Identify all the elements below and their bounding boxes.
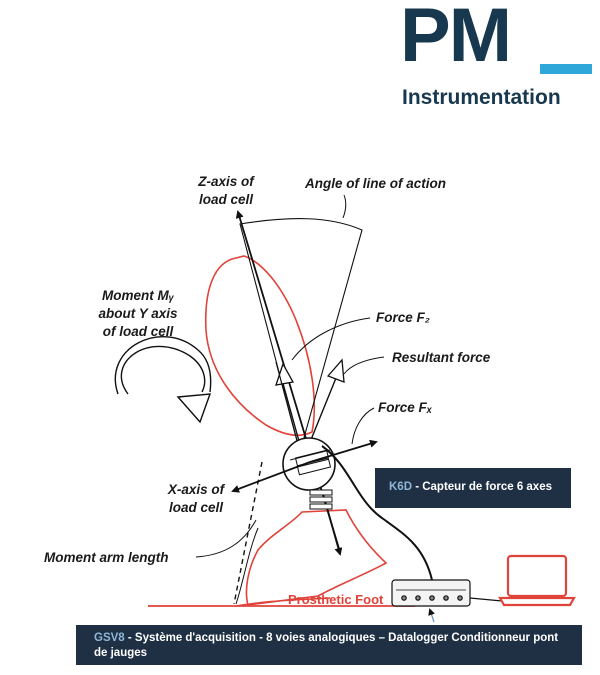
pm-instrumentation-logo: PM Instrumentation: [400, 0, 592, 112]
force-fz-arrowhead: [275, 362, 295, 386]
k6d-text: - Capteur de force 6 axes: [412, 481, 552, 493]
gsv8-text: - Système d'acquisition - 8 voies analog…: [94, 632, 559, 659]
force-fx-arrow: [309, 439, 378, 463]
x-axis-label-line2: load cell: [169, 500, 223, 515]
k6d-banner: K6D - Capteur de force 6 axes: [375, 468, 571, 508]
k6d-name: K6D: [389, 481, 413, 493]
resultant-force-arrowhead: [326, 358, 345, 383]
x-axis-label-line1: X-axis of: [167, 482, 226, 497]
force-fz-label: Force F₂: [376, 310, 430, 325]
prosthetic-foot-label: Prosthetic Foot: [288, 592, 384, 607]
foot-outline: [245, 509, 388, 606]
usb-cable: [469, 597, 503, 602]
resultant-force-label: Resultant force: [392, 350, 491, 365]
logo-pm-text: PM: [400, 0, 512, 78]
moment-curved-arrow: [120, 345, 206, 395]
gsv8-device: [391, 579, 471, 607]
socket-outline: [204, 255, 316, 437]
logo-subtitle: Instrumentation: [402, 86, 561, 109]
moment-arm-label: Moment arm length: [44, 550, 169, 565]
moment-label-line3: of load cell: [103, 324, 174, 339]
z-axis-label-line1: Z-axis of: [197, 174, 255, 189]
moment-label-line1: Moment Mᵧ: [102, 288, 175, 303]
moment-label-line2: about Y axis: [98, 306, 178, 321]
angle-sector: [239, 218, 363, 455]
gsv8-banner: GSV8 - Système d'acquisition - 8 voies a…: [76, 625, 582, 665]
angle-pointer: [342, 194, 347, 219]
foot-sole-line: [235, 597, 331, 607]
logo-accent-bar: [540, 64, 592, 74]
z-axis-label-line2: load cell: [199, 192, 253, 207]
moment-arm-leader: [195, 519, 257, 558]
moment-arrowhead: [176, 393, 212, 424]
force-fx-label: Force Fₓ: [378, 400, 433, 415]
gsv8-name: GSV8: [94, 632, 125, 644]
angle-label: Angle of line of action: [304, 176, 446, 191]
dashed-reference-line: [233, 461, 263, 605]
laptop-icon: [498, 554, 576, 607]
pointer-arrow: [428, 608, 435, 623]
x-axis-line: [231, 461, 311, 493]
load-cell-cable: [321, 445, 433, 581]
load-cell-body: [289, 449, 333, 510]
